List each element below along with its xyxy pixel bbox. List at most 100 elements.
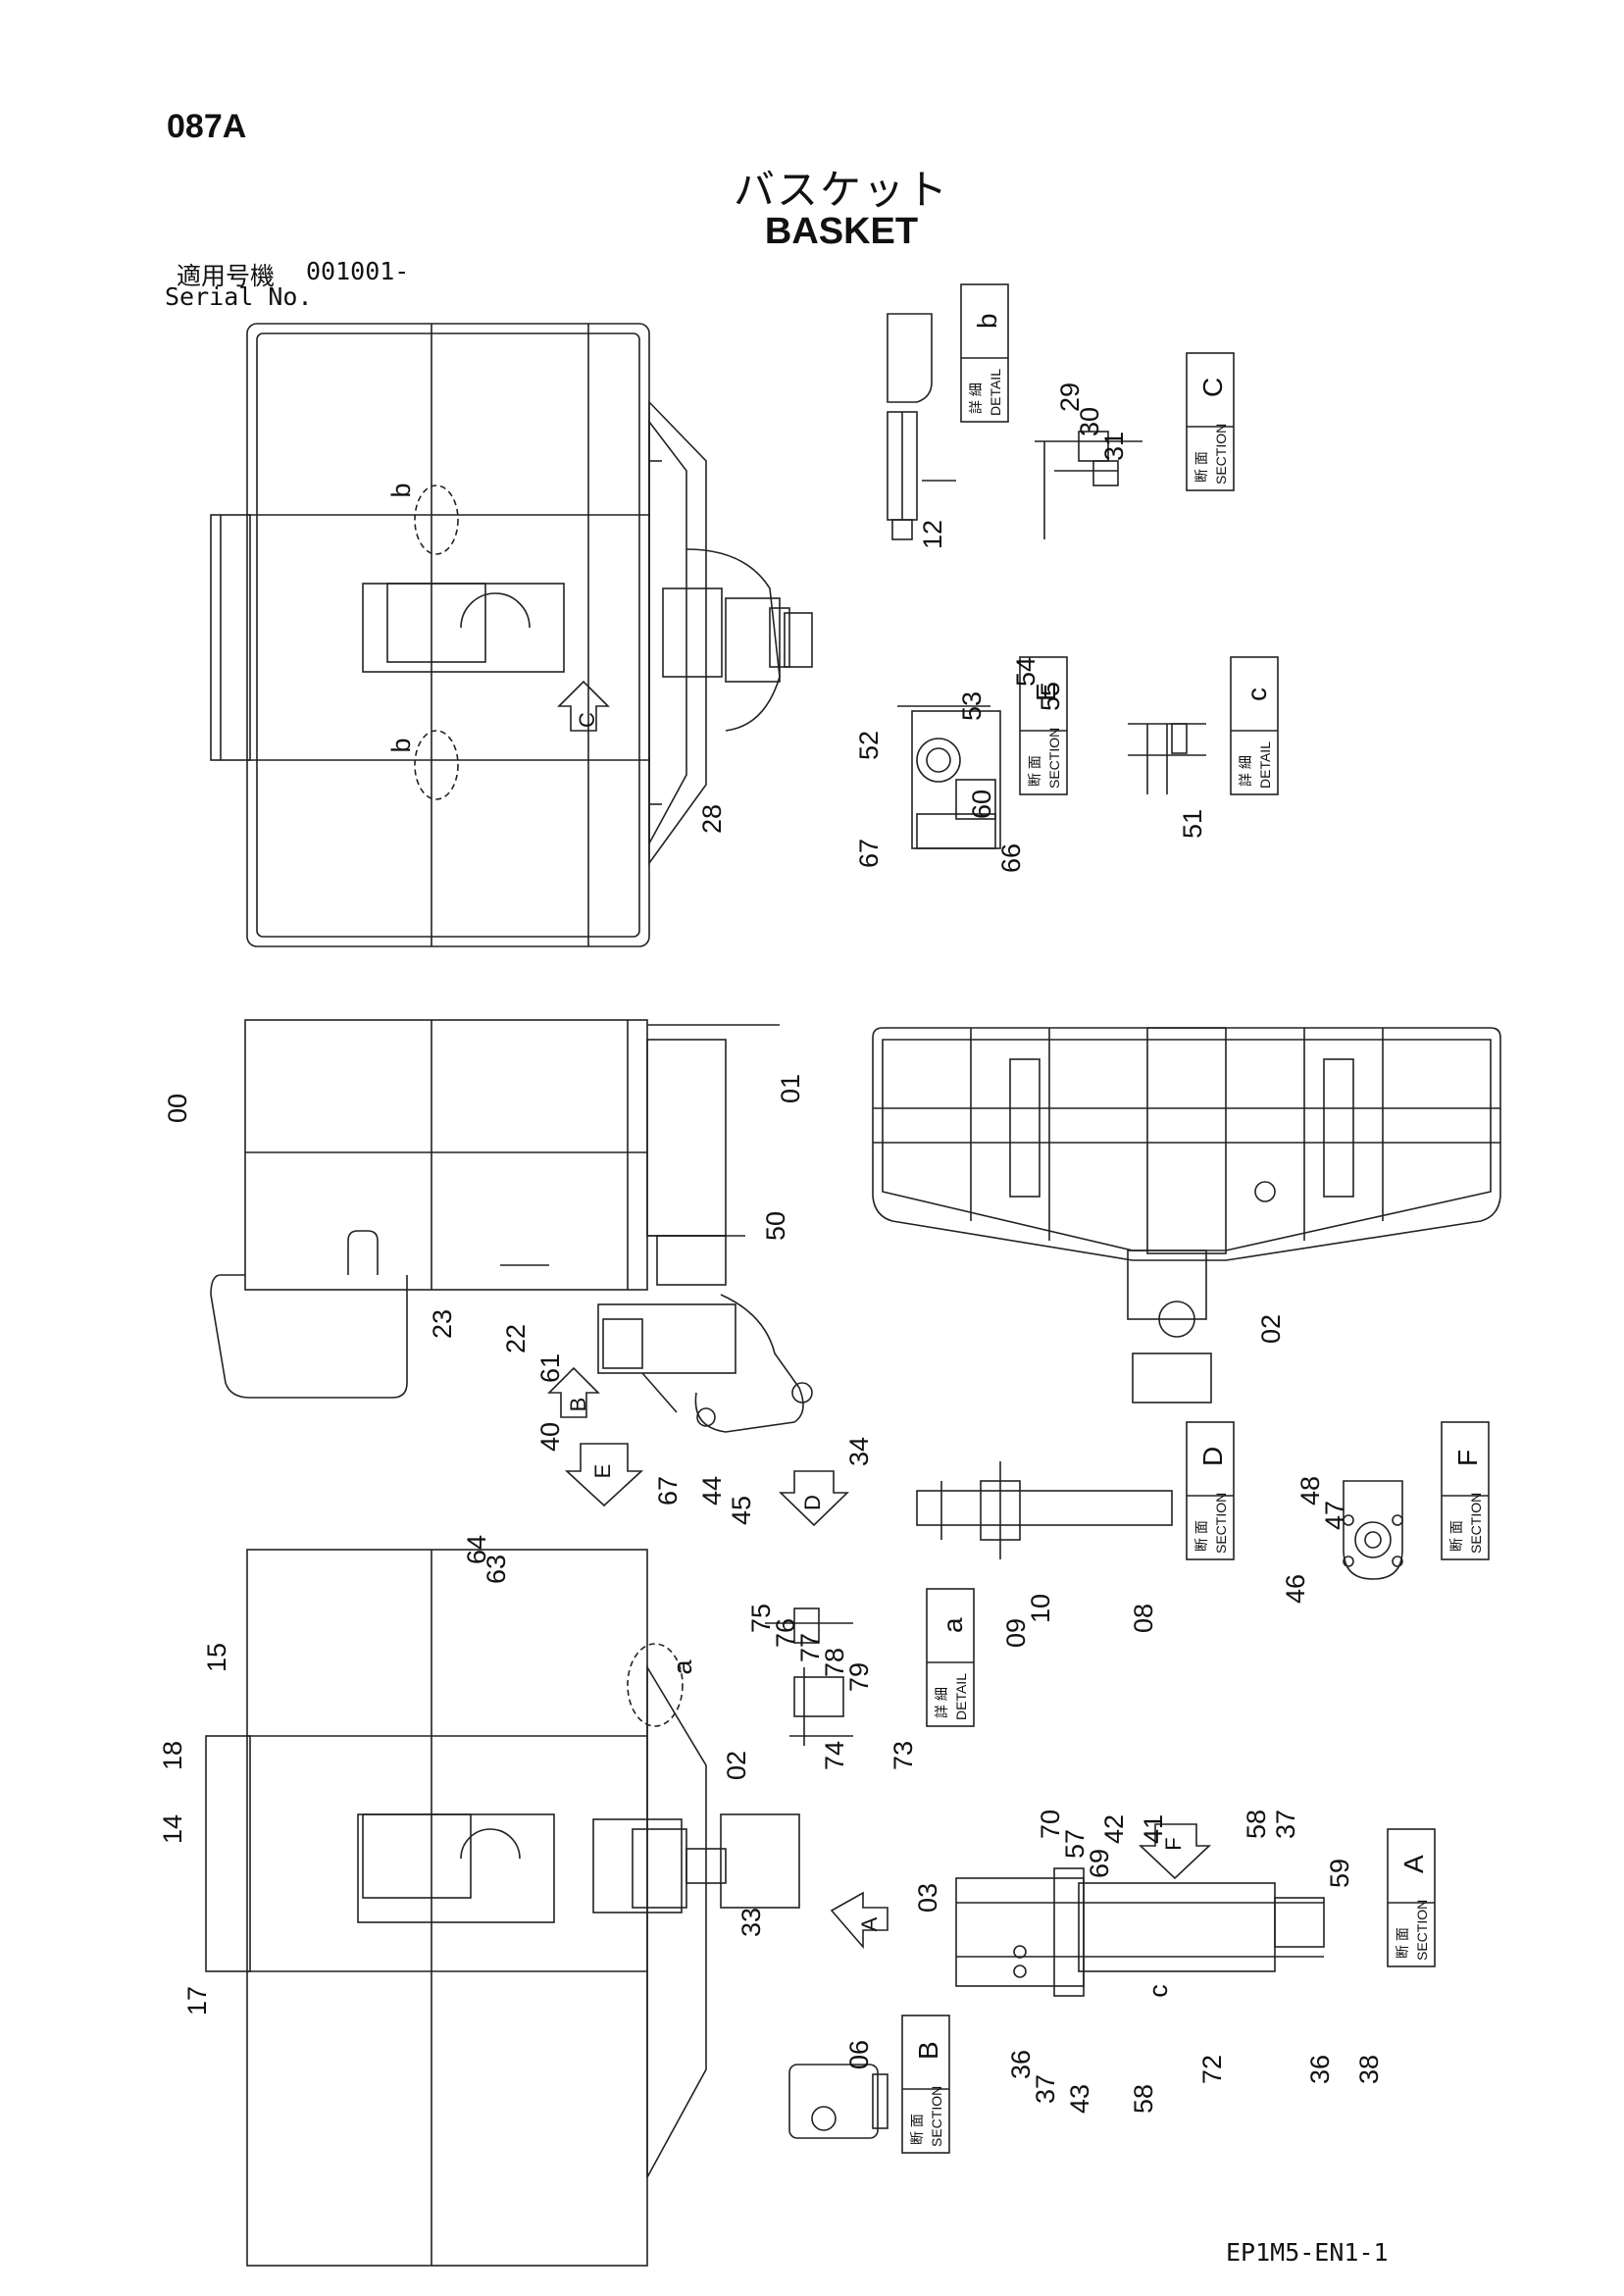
- part-number-label: 57: [1060, 1829, 1090, 1859]
- part-number-label: 22: [501, 1324, 531, 1353]
- detail-tag-en: SECTION: [1046, 728, 1062, 789]
- part-number-label: 51: [1178, 809, 1207, 839]
- drawing-code: 087A: [167, 108, 247, 145]
- basket-bottom-view: [872, 1027, 1501, 1403]
- detail-tag-ja: 詳 細: [1238, 755, 1253, 787]
- part-number-label: 36: [1305, 2055, 1335, 2084]
- part-number-label: 06: [844, 2040, 874, 2069]
- part-number-label: 54: [1011, 657, 1040, 687]
- document-number: EP1M5-EN1-1: [1226, 2238, 1389, 2267]
- part-number-label: 63: [482, 1555, 511, 1584]
- part-number-label: 70: [1036, 1810, 1065, 1839]
- view-arrow-a: [830, 1891, 888, 1950]
- part-number-label: 74: [820, 1741, 849, 1770]
- part-number-label: 18: [158, 1741, 187, 1770]
- detail-tag-letter: a: [938, 1617, 968, 1633]
- part-number-label: 37: [1271, 1810, 1300, 1839]
- section-e-drawing: [897, 705, 1001, 849]
- part-number-label: 73: [888, 1741, 918, 1770]
- part-number-label: 43: [1065, 2084, 1094, 2114]
- view-arrow-letter: E: [590, 1464, 615, 1479]
- detail-tag-en: DETAIL: [1257, 741, 1273, 789]
- detail-tag-en: SECTION: [1414, 1900, 1430, 1961]
- part-number-label: 59: [1325, 1859, 1354, 1888]
- part-number-label: 66: [996, 843, 1026, 873]
- part-number-label: 37: [1031, 2074, 1060, 2104]
- part-number-label: 67: [653, 1476, 683, 1505]
- part-number-label: 58: [1242, 1810, 1271, 1839]
- part-number-label: 46: [1281, 1574, 1310, 1604]
- detail-tag-ja: 断 面: [1193, 1520, 1209, 1552]
- detail-tag-letter: b: [972, 313, 1002, 329]
- view-arrow-b: [547, 1366, 600, 1418]
- part-number-label: 48: [1295, 1476, 1325, 1505]
- part-number-label: 76: [771, 1618, 800, 1648]
- serial-label-english: Serial No.: [165, 282, 313, 311]
- part-number-label: 02: [1256, 1314, 1286, 1344]
- part-number-label: 29: [1055, 383, 1085, 412]
- detail-tag-en: SECTION: [1468, 1493, 1484, 1554]
- part-number-label: 10: [1026, 1594, 1055, 1623]
- detail-tag-letter: E: [1031, 683, 1061, 701]
- view-arrow-letter: D: [800, 1495, 825, 1510]
- serial-label-japanese: 適用号機: [177, 262, 276, 290]
- view-arrow-letter: C: [575, 712, 599, 728]
- detail-a-drawing: [765, 1607, 853, 1746]
- callout-letter: a: [668, 1659, 697, 1675]
- section-a-drawing: [955, 1867, 1325, 1997]
- detail-tag-ja: 断 面: [1193, 451, 1209, 483]
- serial-value: 001001-: [306, 257, 410, 285]
- part-number-label: 33: [736, 1908, 766, 1937]
- basket-side-view: [210, 1019, 813, 1433]
- part-number-label: 45: [727, 1496, 756, 1525]
- part-number-label: 44: [697, 1476, 727, 1505]
- part-number-label: 58: [1129, 2084, 1158, 2114]
- detail-tag-ja: 断 面: [1395, 1927, 1410, 1959]
- part-number-label: 79: [844, 1662, 874, 1692]
- callout-letter: b: [386, 738, 416, 752]
- part-number-label: 77: [795, 1633, 825, 1662]
- part-number-label: 30: [1075, 407, 1104, 436]
- detail-tag-ja: 断 面: [909, 2114, 925, 2145]
- part-number-label: 72: [1197, 2055, 1227, 2084]
- part-number-label: 08: [1129, 1604, 1158, 1633]
- basket-lower-plan-view: [205, 1549, 800, 2267]
- part-number-label: 67: [854, 839, 884, 868]
- detail-tag-letter: c: [1242, 688, 1272, 701]
- section-b-drawing: [788, 2064, 888, 2139]
- part-number-label: 42: [1099, 1814, 1129, 1844]
- view-arrow-letter: A: [857, 1916, 882, 1931]
- detail-tag-en: SECTION: [1213, 424, 1229, 485]
- part-number-label: 69: [1085, 1849, 1114, 1878]
- detail-tag-ja: 詳 細: [968, 383, 984, 414]
- part-number-label: 78: [820, 1648, 849, 1677]
- callout-letter: c: [1143, 1984, 1173, 1998]
- part-number-label: 23: [428, 1309, 457, 1339]
- part-number-label: 14: [158, 1814, 187, 1844]
- detail-tag-letter: F: [1452, 1450, 1483, 1466]
- part-number-label: 17: [182, 1986, 212, 2015]
- part-number-label: 47: [1320, 1501, 1349, 1530]
- detail-tag: 詳 細 DETAIL c: [1230, 656, 1279, 795]
- detail-b-drawing: [887, 313, 956, 540]
- part-number-label: 36: [1006, 2050, 1036, 2079]
- detail-tag-en: SECTION: [929, 2086, 944, 2147]
- detail-tag-ja: 断 面: [1448, 1520, 1464, 1552]
- view-arrow-c: [557, 680, 610, 732]
- basket-top-view: [210, 323, 813, 947]
- part-number-label: 15: [202, 1643, 231, 1672]
- part-number-label: 40: [535, 1422, 565, 1452]
- part-number-label: 02: [722, 1751, 751, 1780]
- part-number-label: 01: [776, 1074, 805, 1103]
- part-number-label: 31: [1099, 432, 1129, 461]
- view-arrow-d: [779, 1470, 849, 1527]
- detail-c-drawing: [1128, 723, 1206, 794]
